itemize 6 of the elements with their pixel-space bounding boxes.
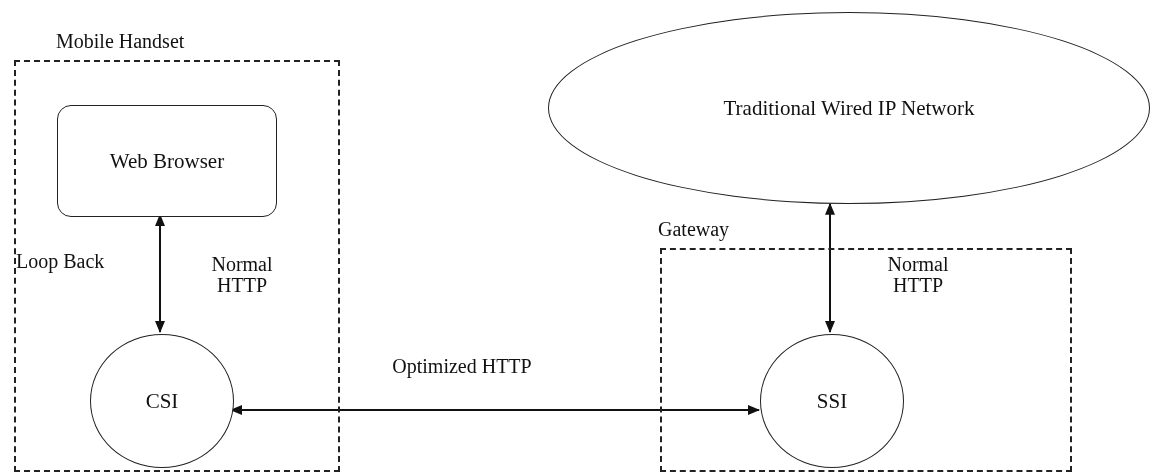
node-label: CSI: [145, 388, 179, 414]
arrow: [825, 202, 835, 333]
node-label: Traditional Wired IP Network: [723, 95, 975, 121]
node-label: SSI: [816, 388, 848, 414]
node-label: Web Browser: [109, 148, 225, 174]
rounded-box: [57, 105, 277, 217]
